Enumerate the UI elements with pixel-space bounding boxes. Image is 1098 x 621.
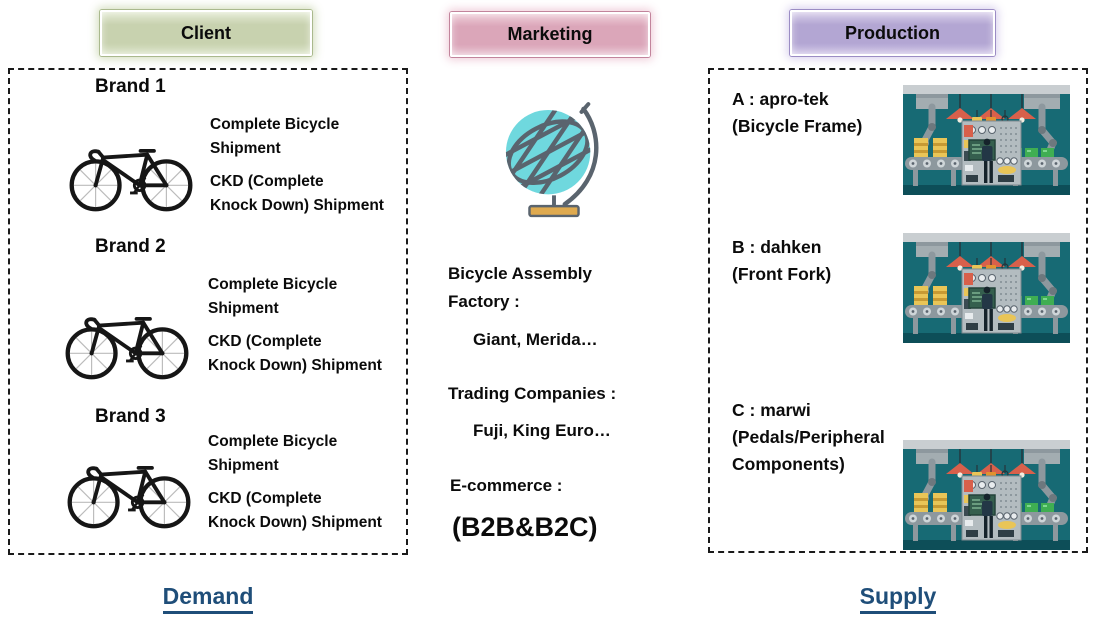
shipment-line: Shipment	[208, 300, 279, 317]
demand-box	[8, 68, 408, 555]
supply-label: Supply	[708, 583, 1088, 614]
marketing-detail-trading: Fuji, King Euro…	[473, 421, 611, 440]
brand-2-title: Brand 2	[95, 236, 166, 257]
supply-box	[708, 68, 1088, 553]
brand-3-shipment-text: Complete Bicycle Shipment CKD (Complete …	[208, 430, 413, 535]
shipment-line: CKD (Complete	[208, 333, 322, 350]
client-header: Client	[100, 10, 312, 56]
supplier-a-label: A : apro-tek (Bicycle Frame)	[732, 86, 918, 140]
brand-1-title: Brand 1	[95, 76, 166, 97]
bicycle-icon	[66, 126, 196, 214]
supplier-component: (Pedals/Peripheral Components)	[732, 427, 885, 474]
brand-3-title: Brand 3	[95, 406, 166, 427]
shipment-line: Shipment	[210, 140, 281, 157]
bicycle-icon	[64, 443, 194, 531]
marketing-detail-assembly: Giant, Merida…	[473, 330, 598, 349]
desk-globe-icon	[502, 96, 606, 226]
shipment-line: Knock Down) Shipment	[208, 514, 382, 531]
marketing-header: Marketing	[450, 12, 650, 57]
supplier-name: A : apro-tek	[732, 89, 829, 109]
shipment-line: Shipment	[208, 457, 279, 474]
shipment-line: Complete Bicycle	[208, 433, 338, 450]
brand-2-shipment-text: Complete Bicycle Shipment CKD (Complete …	[208, 273, 413, 378]
marketing-heading-assembly: Bicycle Assembly Factory :	[448, 264, 592, 311]
marketing-heading-trading: Trading Companies :	[448, 384, 617, 403]
demand-label: Demand	[8, 583, 408, 614]
production-header: Production	[790, 10, 995, 56]
assembly-line-icon	[903, 85, 1070, 195]
assembly-line-icon	[903, 440, 1070, 550]
supplier-component: (Bicycle Frame)	[732, 116, 863, 136]
supplier-b-label: B : dahken (Front Fork)	[732, 234, 918, 288]
assembly-line-icon	[903, 233, 1070, 343]
marketing-detail-ecommerce: (B2B&B2C)	[452, 512, 598, 542]
shipment-line: Complete Bicycle	[210, 116, 340, 133]
supplier-name: C : marwi	[732, 400, 811, 420]
supplier-name: B : dahken	[732, 237, 822, 257]
brand-1-shipment-text: Complete Bicycle Shipment CKD (Complete …	[210, 113, 415, 218]
shipment-line: CKD (Complete	[210, 173, 324, 190]
shipment-line: Knock Down) Shipment	[208, 357, 382, 374]
shipment-line: Knock Down) Shipment	[210, 197, 384, 214]
marketing-heading-ecommerce: E-commerce :	[450, 476, 563, 495]
shipment-line: CKD (Complete	[208, 490, 322, 507]
supplier-c-label: C : marwi (Pedals/Peripheral Components)	[732, 397, 918, 478]
bicycle-icon	[62, 294, 192, 382]
shipment-line: Complete Bicycle	[208, 276, 338, 293]
supplier-component: (Front Fork)	[732, 264, 832, 284]
